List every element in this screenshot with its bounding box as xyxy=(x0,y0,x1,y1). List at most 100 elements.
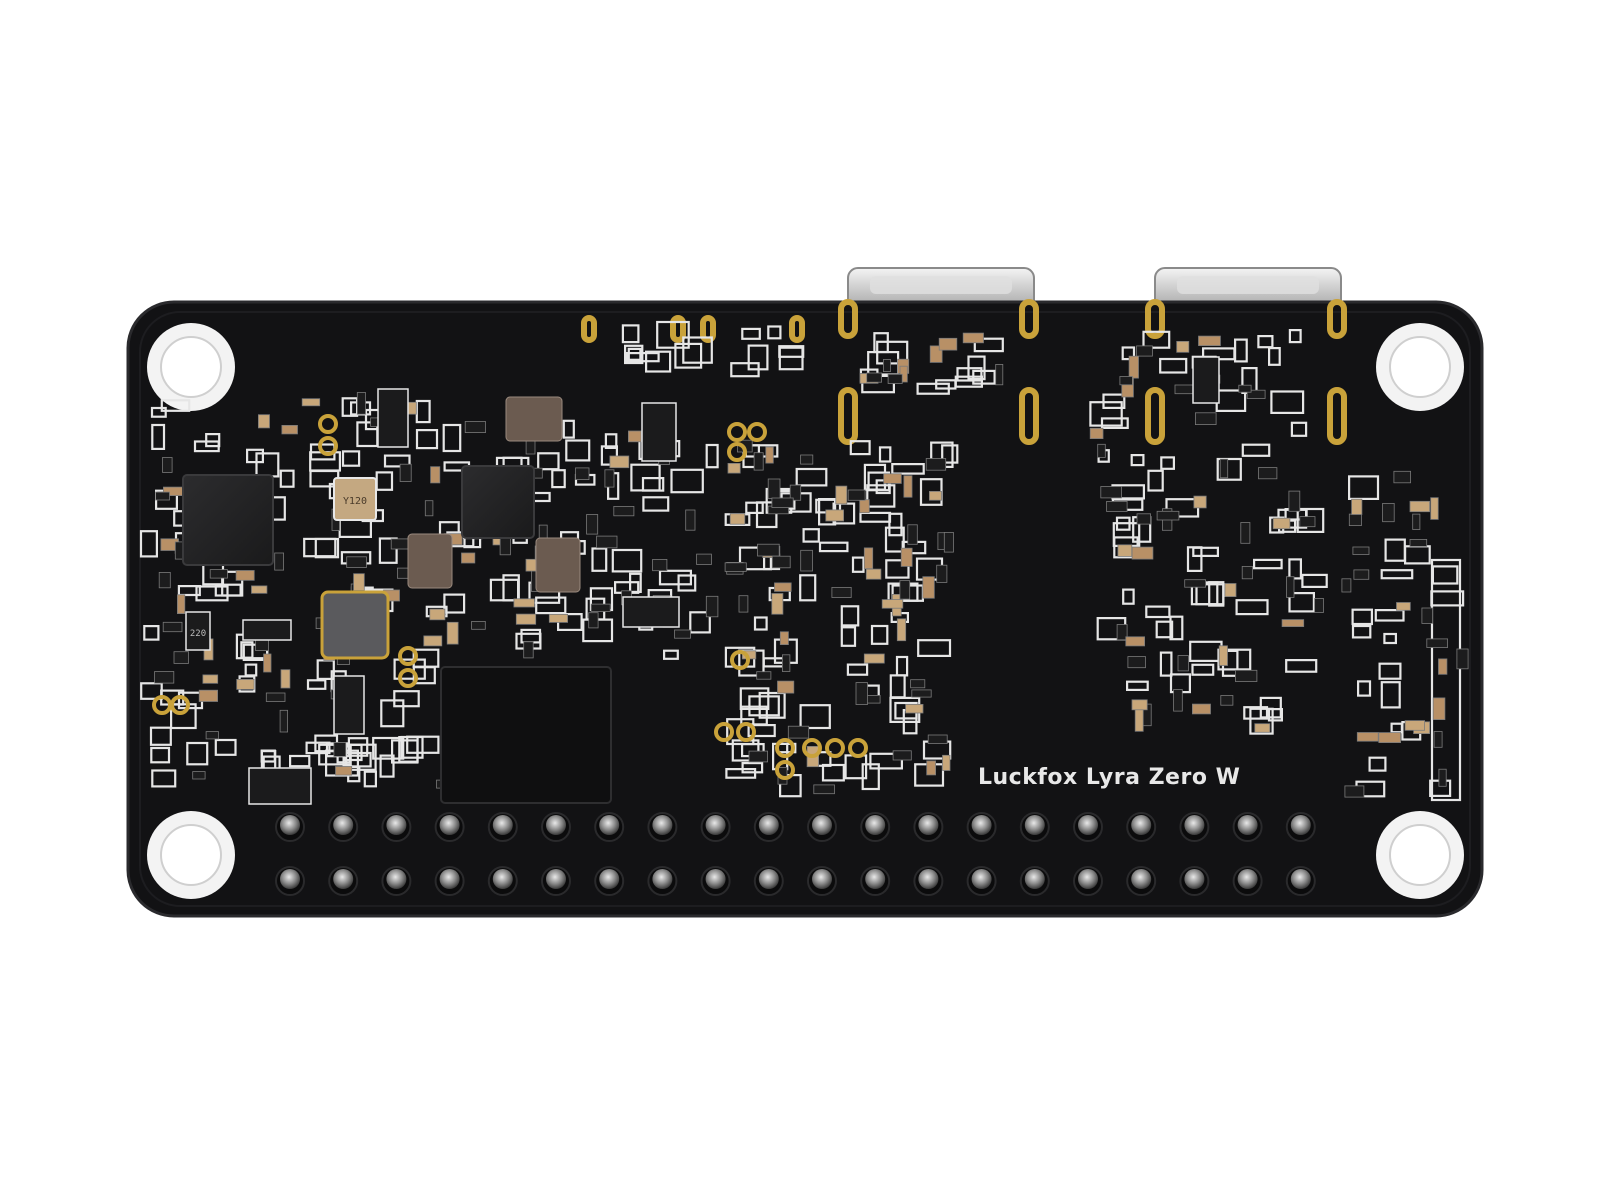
smd-part xyxy=(513,598,535,608)
smd-part xyxy=(1218,645,1228,666)
smd-part xyxy=(162,621,183,633)
smd-part xyxy=(1089,427,1104,439)
header-pin xyxy=(918,869,939,889)
smd-part xyxy=(771,497,794,508)
smd-part xyxy=(205,731,219,740)
silk-outline xyxy=(1169,615,1184,641)
smd-part xyxy=(1456,648,1469,670)
silk-outline xyxy=(406,735,440,754)
silk-outline xyxy=(1102,393,1126,410)
smd-part xyxy=(1097,443,1106,458)
black-ic-packages xyxy=(242,356,1220,805)
smd-part xyxy=(724,562,747,572)
mounting-hole-bottom-right xyxy=(1376,811,1464,899)
smd-part xyxy=(162,457,173,473)
smd-part xyxy=(1288,490,1301,512)
test-point xyxy=(714,722,734,742)
silk-outline xyxy=(1192,546,1220,557)
smd-part xyxy=(1314,598,1324,613)
brown-capacitors xyxy=(407,396,581,593)
smd-part xyxy=(779,631,789,645)
smd-part xyxy=(499,536,511,556)
header-pin xyxy=(280,869,300,889)
smd-part xyxy=(173,651,189,664)
smd-part xyxy=(866,372,883,383)
smd-part xyxy=(1134,709,1144,732)
smd-part xyxy=(279,709,289,733)
header-pin xyxy=(333,869,354,889)
silk-outline xyxy=(1288,591,1315,613)
smd-part xyxy=(813,784,835,795)
silk-outline xyxy=(1089,401,1123,427)
smd-part xyxy=(1344,785,1365,798)
smd-part xyxy=(446,621,459,645)
smd-part xyxy=(461,552,476,564)
smd-part xyxy=(1106,500,1128,512)
smd-part xyxy=(962,332,984,344)
smd-part xyxy=(1272,517,1291,530)
smd-part xyxy=(423,635,443,647)
smd-part xyxy=(911,689,932,698)
smd-part xyxy=(1254,723,1271,733)
silk-outline xyxy=(802,528,820,543)
test-point xyxy=(775,738,795,758)
smd-part xyxy=(900,547,913,567)
smd-part xyxy=(674,629,691,639)
smd-part xyxy=(899,580,911,600)
silk-outline xyxy=(591,547,608,572)
silk-outline xyxy=(767,325,782,340)
smd-part xyxy=(281,424,298,435)
smd-part xyxy=(892,750,912,761)
smd-part xyxy=(652,559,668,572)
smd-part xyxy=(727,462,741,474)
header-pin xyxy=(439,869,460,889)
smd-part xyxy=(1136,345,1153,357)
header-pin xyxy=(1184,815,1205,835)
silk-outline xyxy=(443,593,466,614)
smd-part xyxy=(1156,510,1180,521)
silk-outline xyxy=(851,556,865,573)
silk-outline xyxy=(956,367,983,382)
silk-outline xyxy=(604,433,618,449)
smd-part xyxy=(429,608,446,621)
smd-part xyxy=(356,392,366,415)
silk-outline xyxy=(875,479,891,495)
test-point xyxy=(747,422,767,442)
silk-outline xyxy=(745,501,764,515)
smd-part xyxy=(1430,497,1439,520)
smd-part xyxy=(943,532,954,553)
smd-part xyxy=(251,585,268,594)
silk-outline xyxy=(1351,624,1372,639)
smd-part xyxy=(753,452,764,471)
silk-outline xyxy=(151,423,166,450)
silk-outline xyxy=(748,695,780,717)
silk-outline xyxy=(1301,573,1328,589)
test-points xyxy=(152,414,868,780)
silk-outline xyxy=(795,467,828,487)
smd-part xyxy=(1353,569,1370,580)
silk-outline xyxy=(889,674,906,699)
silk-outline xyxy=(846,663,869,676)
smd-part xyxy=(399,463,412,482)
header-pin xyxy=(971,815,992,835)
silk-outline xyxy=(562,419,575,439)
header-pin xyxy=(1024,869,1045,889)
smd-part xyxy=(887,373,903,384)
silk-outline xyxy=(623,344,644,365)
smd-part xyxy=(757,543,780,557)
smd-part xyxy=(777,680,795,694)
header-pin xyxy=(1024,815,1045,835)
smd-part xyxy=(1352,546,1370,555)
silk-outline xyxy=(1290,421,1308,437)
header-pin xyxy=(1184,869,1205,889)
silk-outline xyxy=(1380,681,1401,709)
header-pin xyxy=(865,869,886,889)
smd-part xyxy=(1348,513,1362,526)
silk-outline xyxy=(1186,546,1203,572)
smd-part xyxy=(922,576,935,599)
smd-part xyxy=(831,587,852,598)
silk-outline xyxy=(341,450,361,467)
test-point xyxy=(775,760,795,780)
smd-part xyxy=(548,614,568,623)
silk-outline xyxy=(347,737,369,757)
